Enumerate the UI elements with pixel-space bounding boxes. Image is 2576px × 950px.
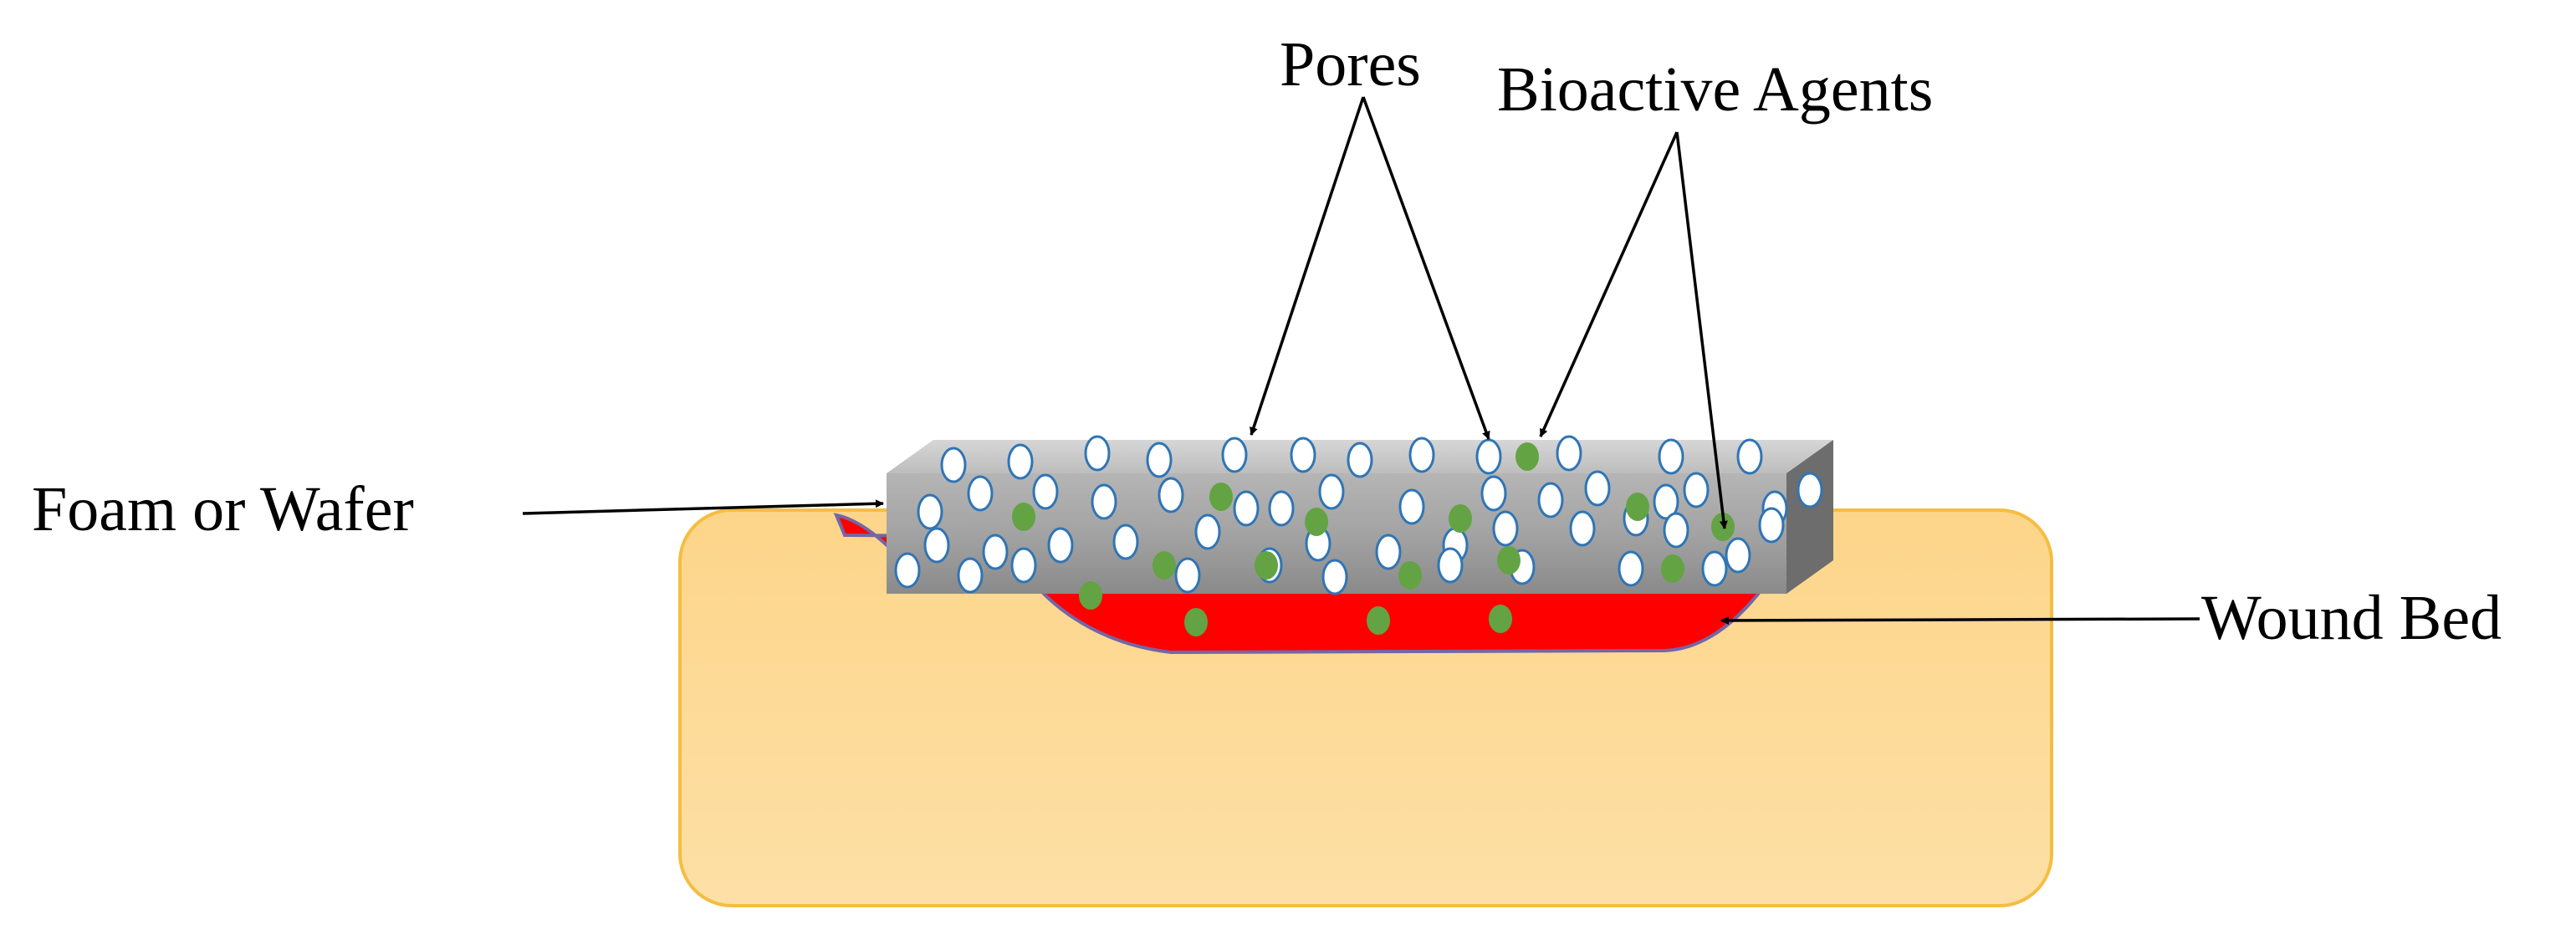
pore [1537, 482, 1564, 518]
pore [1492, 510, 1519, 547]
pore [1347, 442, 1373, 478]
pore [1318, 473, 1345, 510]
pore [1084, 435, 1111, 472]
pore [1221, 437, 1248, 473]
bioactive-agents-arrow-2 [1675, 131, 1728, 529]
pore [1174, 557, 1201, 594]
bioactive-agents-arrow-1 [1539, 131, 1679, 437]
pore [923, 527, 950, 564]
pore [1032, 473, 1059, 510]
bioactive-agent [1012, 503, 1035, 531]
pores-label: Pores [1280, 29, 1421, 100]
bioactive-agent [1398, 561, 1422, 590]
foam-or-wafer-label: Foam or Wafer [32, 474, 414, 544]
wound-bed-label: Wound Bed [2201, 583, 2502, 653]
pore [1047, 527, 1074, 564]
bioactive-agent [1255, 551, 1278, 580]
pore [1663, 512, 1689, 549]
pore [1618, 550, 1644, 587]
bioactive-agent [1515, 442, 1539, 471]
wound-bed-arrow [1720, 615, 2200, 625]
pore [1683, 472, 1710, 508]
bioactive-agents-group [1012, 442, 1735, 636]
pore [967, 475, 994, 512]
pore [982, 534, 1009, 570]
pore [1112, 524, 1139, 560]
pore [1408, 437, 1435, 473]
pore [894, 552, 921, 589]
pore [1475, 438, 1502, 475]
bioactive-agent [1661, 554, 1684, 583]
bioactive-agent [1079, 581, 1102, 610]
pores-arrow-1 [1250, 96, 1365, 436]
pore [1584, 470, 1611, 507]
pores-arrow-2 [1362, 96, 1490, 440]
bioactive-agent [1489, 605, 1512, 633]
pore [1233, 490, 1260, 527]
bioactive-agent [1626, 493, 1649, 521]
pore [1268, 490, 1295, 527]
pore [1480, 475, 1507, 512]
pore [1091, 483, 1117, 520]
foam-side-face [1786, 440, 1833, 594]
pore [940, 447, 967, 483]
foam-or-wafer-arrow [522, 499, 884, 515]
pore [1437, 547, 1464, 584]
pore [1736, 438, 1763, 475]
pore [1758, 507, 1785, 544]
pore [957, 557, 984, 594]
pore [1010, 547, 1037, 584]
bioactive-agents-label: Bioactive Agents [1497, 54, 1933, 125]
pore [1797, 472, 1823, 508]
bioactive-agent [1184, 608, 1208, 636]
pore [1007, 443, 1034, 480]
pore [1146, 442, 1173, 478]
bioactive-agent [1209, 483, 1233, 511]
pore [1375, 534, 1402, 570]
pore [1725, 537, 1751, 574]
bioactive-agent [1153, 551, 1176, 580]
pore [1658, 438, 1684, 475]
pore [1569, 510, 1596, 547]
pore [1701, 550, 1728, 587]
bioactive-agent [1305, 508, 1328, 536]
bioactive-agent [1449, 504, 1472, 533]
pore [1290, 437, 1316, 473]
pore [1194, 513, 1221, 550]
pore [1158, 477, 1184, 513]
pore [1653, 483, 1679, 520]
pore [1321, 559, 1348, 595]
bioactive-agent [1367, 606, 1390, 635]
pore [1398, 488, 1425, 525]
bioactive-agent [1497, 546, 1521, 575]
pore [1556, 435, 1582, 472]
pore [917, 493, 943, 530]
